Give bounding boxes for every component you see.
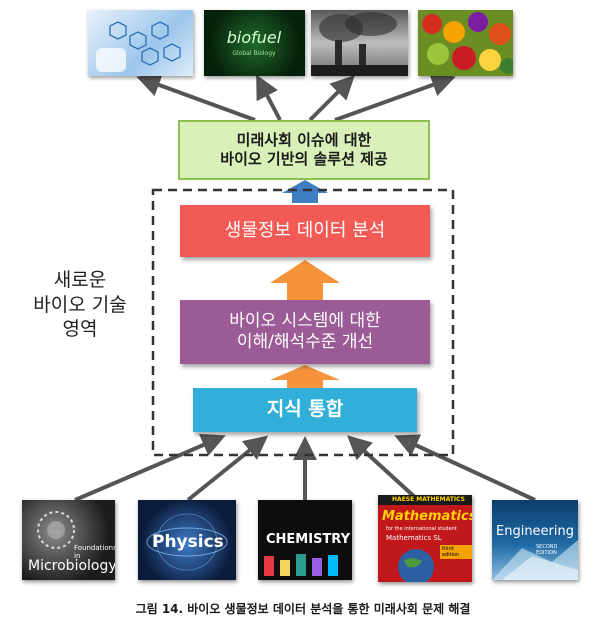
- arrow-to-pollution-image: [308, 75, 355, 122]
- mathematics-book-title: Mathematics: [382, 509, 472, 524]
- analysis-text: 생물정보 데이터 분석: [224, 219, 386, 241]
- engineering-book-title: Engineering: [496, 524, 574, 539]
- orange-arrow-lower: [270, 365, 340, 388]
- biofuel-image: biofuel Global Biology: [204, 10, 305, 76]
- bioinformatics-analysis-box: 생물정보 데이터 분석: [180, 205, 430, 257]
- solution-text: 미래사회 이슈에 대한 바이오 기반의 솔루션 제공: [220, 131, 388, 168]
- arrow-to-medical-image: [136, 73, 256, 122]
- medical-network-icon: [96, 21, 181, 72]
- medical-network-image: [88, 10, 193, 76]
- vegetables-image: [418, 10, 513, 76]
- side-label-text: 새로운 바이오 기술 영역: [33, 269, 127, 341]
- power-plant-pollution-icon: [311, 12, 408, 76]
- engineering-book: Engineering SECOND EDITION: [492, 500, 578, 580]
- engineering-book-sub: SECOND EDITION: [536, 544, 558, 556]
- engineering-book-icon: [492, 540, 578, 580]
- dashed-boundary: [151, 188, 455, 457]
- mathematics-book-header: HAESE MATHEMATICS: [392, 496, 465, 503]
- power-plant-pollution-image: [311, 10, 408, 76]
- knowledge-text: 지식 통합: [266, 398, 344, 421]
- physics-book-icon: [146, 513, 228, 571]
- mathematics-book-icon: [398, 549, 434, 582]
- solution-box: 미래사회 이슈에 대한 바이오 기반의 솔루션 제공: [178, 120, 430, 180]
- orange-arrow-upper: [270, 260, 340, 300]
- mathematics-book: HAESE MATHEMATICS Mathematics for the in…: [378, 495, 472, 582]
- arrow-from-microbiology: [74, 433, 226, 502]
- biofuel-text: biofuel: [227, 28, 282, 47]
- bio-system-box: 바이오 시스템에 대한 이해/해석수준 개선: [180, 300, 430, 364]
- microbiology-book-icon: [37, 511, 75, 549]
- side-label: 새로운 바이오 기술 영역: [14, 268, 146, 342]
- mathematics-book-badge: third edition: [440, 545, 472, 559]
- chemistry-book-title: CHEMISTRY: [266, 532, 351, 547]
- arrow-from-engineering: [394, 434, 536, 502]
- knowledge-integration-box: 지식 통합: [193, 388, 417, 432]
- blue-arrow: [282, 180, 328, 203]
- biofuel-icon: biofuel Global Biology: [227, 28, 282, 57]
- mathematics-book-sub1: for the international student: [386, 526, 457, 532]
- arrow-from-mathematics: [347, 435, 420, 502]
- chemistry-book: CHEMISTRY: [258, 500, 352, 580]
- figure-caption-text: 그림 14. 바이오 생물정보 데이터 분석을 통한 미래사회 문제 해결: [135, 602, 471, 616]
- figure-caption: 그림 14. 바이오 생물정보 데이터 분석을 통한 미래사회 문제 해결: [0, 598, 606, 617]
- arrow-to-vegetables-image: [334, 73, 456, 122]
- microbiology-book-title: Microbiology: [28, 558, 115, 574]
- microbiology-book: Foundations in Microbiology: [22, 500, 115, 580]
- biofuel-subtext: Global Biology: [232, 50, 276, 57]
- microbiology-book-subtitle: Foundations in: [74, 544, 115, 560]
- system-text: 바이오 시스템에 대한 이해/해석수준 개선: [229, 310, 381, 352]
- physics-book-title: Physics: [152, 532, 224, 552]
- mathematics-book-header-bar: [378, 495, 472, 505]
- chemistry-book-icon: [264, 554, 338, 576]
- arrow-from-physics: [186, 435, 269, 502]
- physics-book: Physics: [138, 500, 236, 580]
- mathematics-book-sub2: Mathematics SL: [386, 534, 442, 542]
- arrow-to-biofuel-image: [256, 74, 282, 121]
- vegetables-icon: [422, 12, 513, 74]
